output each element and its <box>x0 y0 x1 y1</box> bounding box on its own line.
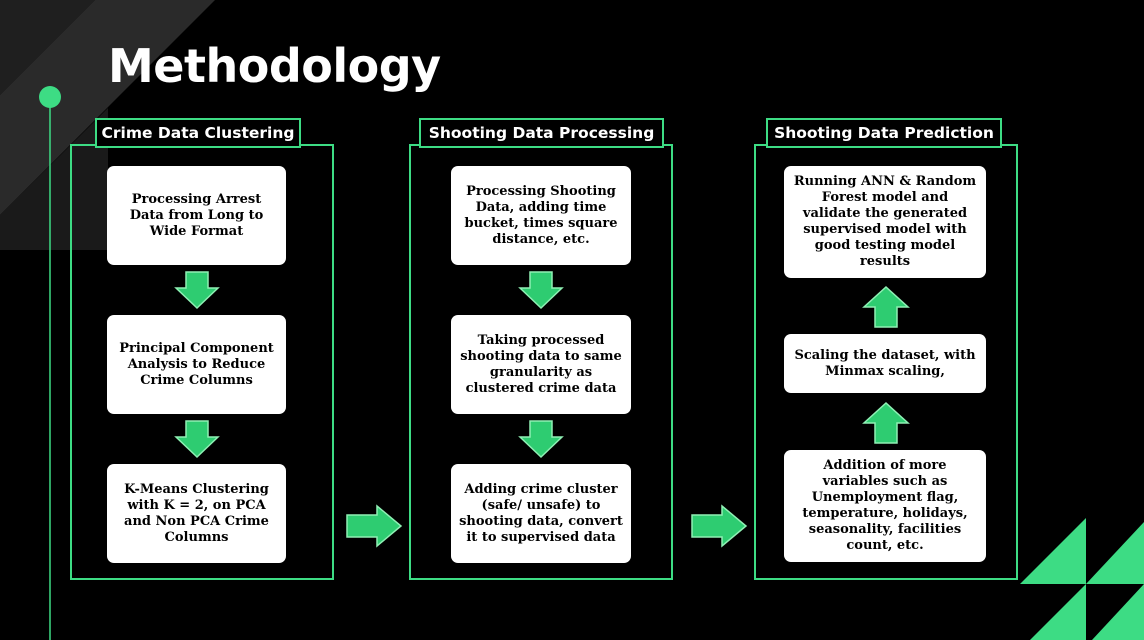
arrow-up-icon <box>862 401 910 444</box>
step-card: Principal Component Analysis to Reduce C… <box>107 315 286 414</box>
arrow-up-icon <box>862 285 910 328</box>
step-text: Principal Component Analysis to Reduce C… <box>119 340 274 388</box>
panel-label-crime-clustering: Crime Data Clustering <box>95 118 301 148</box>
step-card: K-Means Clustering with K = 2, on PCA an… <box>107 464 286 563</box>
step-text: Processing Arrest Data from Long to Wide… <box>129 191 264 239</box>
step-text: Adding crime cluster (safe/ unsafe) to s… <box>459 481 623 545</box>
panel-label-shooting-prediction: Shooting Data Prediction <box>766 118 1002 148</box>
corner-triangle-green-3 <box>1030 584 1086 640</box>
slide-title: Methodology <box>108 39 441 93</box>
step-card: Processing Shooting Data, adding time bu… <box>451 166 631 265</box>
corner-triangle-top-left <box>0 0 95 95</box>
step-text: Processing Shooting Data, adding time bu… <box>464 183 618 247</box>
step-text: Running ANN & Random Forest model and va… <box>793 174 977 269</box>
timeline-dot <box>39 86 61 108</box>
step-card: Scaling the dataset, with Minmax scaling… <box>784 334 986 393</box>
arrow-down-icon <box>174 420 220 459</box>
step-text: Addition of more variables such as Unemp… <box>802 458 968 553</box>
panel-label-shooting-processing: Shooting Data Processing <box>419 118 664 148</box>
step-card: Running ANN & Random Forest model and va… <box>784 166 986 278</box>
arrow-right-icon <box>691 504 748 548</box>
arrow-right-icon <box>346 504 403 548</box>
step-text: K-Means Clustering with K = 2, on PCA an… <box>124 481 269 545</box>
step-card: Processing Arrest Data from Long to Wide… <box>107 166 286 265</box>
step-text: Taking processed shooting data to same g… <box>460 332 622 396</box>
corner-triangle-green-1 <box>1020 518 1086 584</box>
step-card: Addition of more variables such as Unemp… <box>784 450 986 562</box>
arrow-down-icon <box>518 271 564 310</box>
corner-triangle-green-4 <box>1092 584 1144 640</box>
arrow-down-icon <box>518 420 564 459</box>
corner-triangle-green-2 <box>1086 522 1144 584</box>
step-card: Adding crime cluster (safe/ unsafe) to s… <box>451 464 631 563</box>
step-card: Taking processed shooting data to same g… <box>451 315 631 414</box>
step-text: Scaling the dataset, with Minmax scaling… <box>794 347 976 379</box>
arrow-down-icon <box>174 271 220 310</box>
